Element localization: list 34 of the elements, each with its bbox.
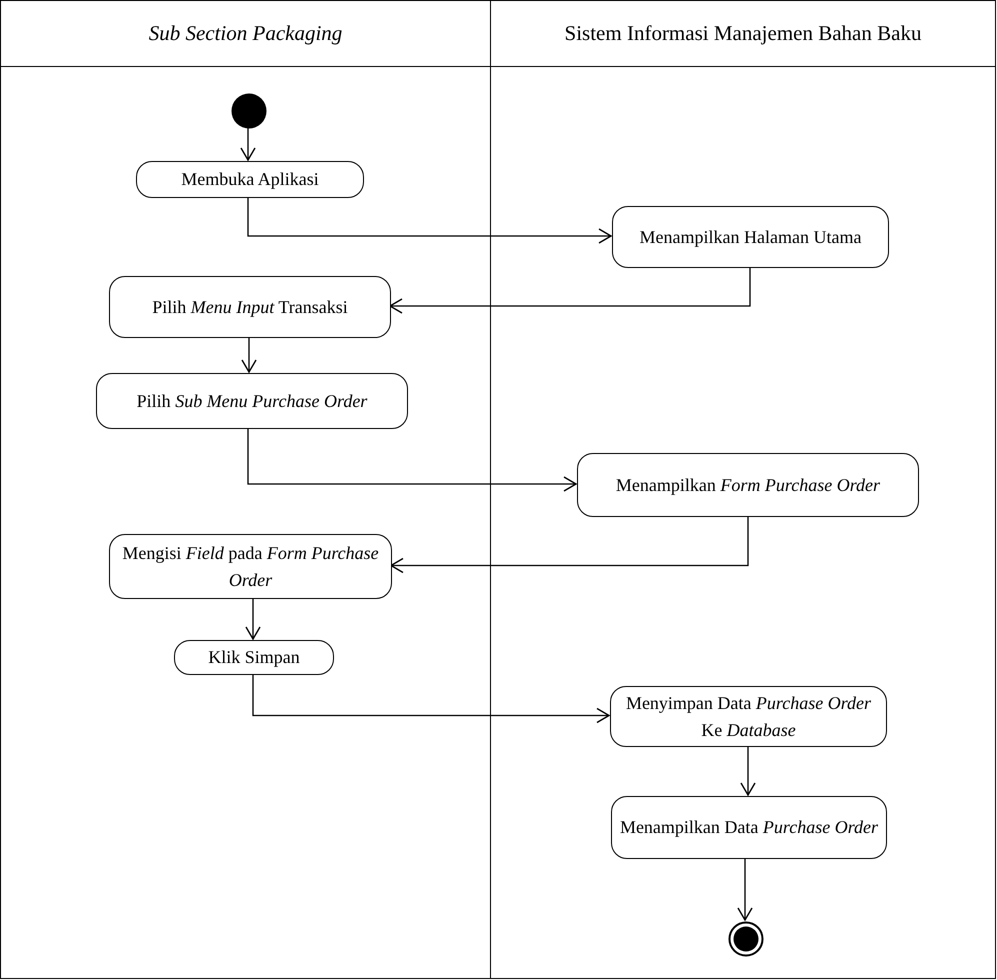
activity-box xyxy=(612,206,889,268)
activity-box xyxy=(610,686,887,747)
start-node xyxy=(231,93,267,129)
swimlane-heading: Sistem Informasi Manajemen Bahan Baku xyxy=(564,21,922,46)
activity-box xyxy=(577,453,919,517)
flow-arrow xyxy=(247,428,577,492)
swimlane-heading: Sub Section Packaging xyxy=(148,21,342,46)
swimlane xyxy=(0,0,491,979)
flow-arrow xyxy=(390,516,749,574)
activity-label: Menampilkan Data Purchase Order xyxy=(620,816,878,840)
activity-box xyxy=(96,373,408,429)
flow-arrow xyxy=(252,674,610,724)
end-node xyxy=(728,921,764,957)
activity-box xyxy=(109,276,391,338)
flow-arrow xyxy=(241,337,257,373)
activity-label: Pilih Menu Input Transaksi xyxy=(152,296,348,319)
activity-label: Klik Simpan xyxy=(208,646,300,670)
flow-arrow xyxy=(740,746,756,796)
activity-box xyxy=(611,796,887,859)
activity-label: Menyimpan Data Purchase Order Ke Database xyxy=(624,692,872,742)
flow-arrow xyxy=(389,267,751,314)
flow-arrow xyxy=(245,598,261,640)
activity-box xyxy=(109,534,392,599)
activity-label: Membuka Aplikasi xyxy=(181,168,319,192)
flow-arrow xyxy=(247,197,612,244)
swimlane xyxy=(490,0,996,979)
activity-label: Menampilkan Form Purchase Order xyxy=(616,474,880,497)
flow-arrow xyxy=(737,858,753,921)
activity-box xyxy=(136,161,364,198)
activity-box xyxy=(174,640,334,675)
activity-label: Pilih Sub Menu Purchase Order xyxy=(136,390,368,413)
activity-label: Mengisi Field pada Form Purchase Order xyxy=(121,542,380,592)
flow-arrow xyxy=(240,128,256,161)
activity-label: Menampilkan Halaman Utama xyxy=(640,226,862,249)
